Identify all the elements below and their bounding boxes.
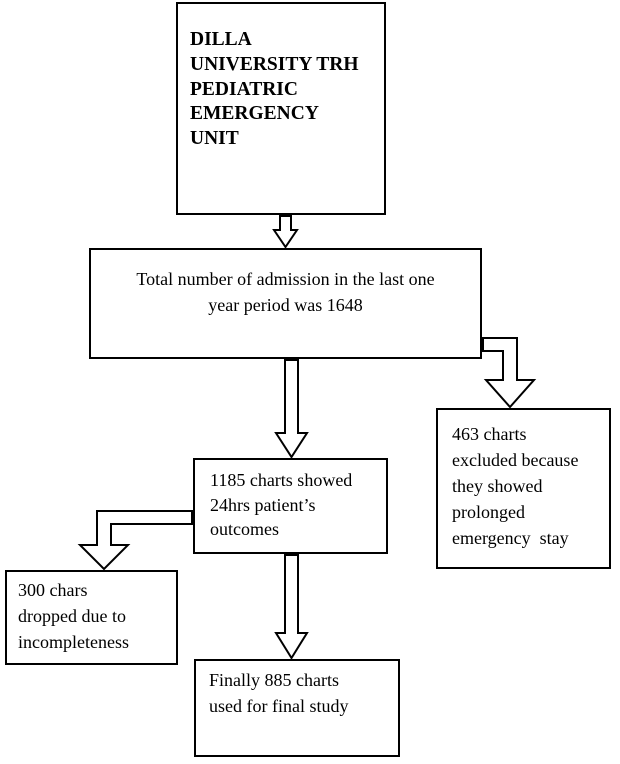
node-text-line: emergency stay [452, 527, 569, 548]
node-charts-excluded: 463 charts excluded because they showed … [436, 408, 611, 569]
node-text-line: 463 charts [452, 424, 527, 444]
node-pediatric-emergency-unit: DILLA UNIVERSITY TRH PEDIATRIC EMERGENCY… [176, 2, 386, 215]
node-total-admissions: Total number of admission in the last on… [89, 248, 482, 359]
arrow-total-to-showed [274, 359, 309, 459]
node-text-line: dropped due to [18, 606, 126, 627]
node-text-line: 24hrs patient’s [210, 494, 316, 515]
node-text-line: Finally 885 charts [209, 670, 339, 690]
node-text-line: EMERGENCY [190, 103, 319, 125]
node-text-line: used for final study [209, 695, 349, 716]
node-text-line: outcomes [210, 519, 279, 540]
arrow-total-to-excluded [482, 337, 537, 409]
node-text-line: DILLA [190, 29, 252, 50]
node-text-line: UNIT [190, 128, 239, 149]
arrow-showed-to-final [274, 554, 309, 660]
node-text-line: prolonged [452, 501, 525, 522]
node-text-line: 1185 charts showed [210, 470, 353, 490]
node-text-line: PEDIATRIC [190, 78, 298, 100]
arrow-showed-to-dropped [77, 510, 193, 571]
node-charts-dropped: 300 chars dropped due to incompleteness [5, 570, 178, 665]
arrow-unit-to-total [272, 215, 299, 249]
node-text-line: excluded because [452, 449, 579, 470]
node-text-line: they showed [452, 475, 543, 496]
node-text-line: incompleteness [18, 632, 129, 653]
node-text-line: UNIVERSITY TRH [190, 53, 359, 75]
node-text-line: 300 chars [18, 580, 88, 600]
node-final-study-charts: Finally 885 charts used for final study [194, 659, 400, 757]
node-charts-showed-outcomes: 1185 charts showed 24hrs patient’s outco… [193, 458, 388, 554]
node-text-line: Total number of admission in the last on… [136, 269, 435, 289]
node-text-line: year period was 1648 [208, 295, 363, 316]
